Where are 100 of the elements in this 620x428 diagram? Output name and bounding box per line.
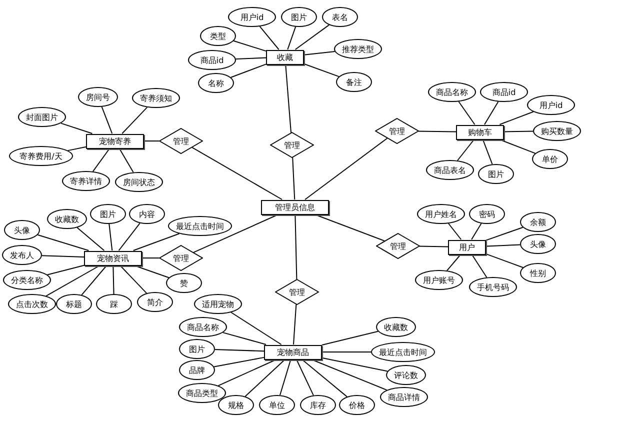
connector-line	[108, 223, 113, 251]
connector-line	[222, 332, 266, 345]
attribute-ellipse: 内容	[129, 204, 165, 224]
connector-line	[471, 254, 488, 278]
connector-line	[486, 244, 521, 247]
connector-line	[499, 111, 534, 125]
connector-line	[41, 255, 84, 258]
attribute-ellipse: 寄养详情	[62, 171, 110, 191]
attribute-ellipse: 密码	[469, 204, 505, 224]
attribute-ellipse: 赞	[166, 273, 202, 293]
connector-line	[67, 146, 86, 152]
connector-line	[144, 140, 160, 142]
relationship-diamond: 管理	[275, 279, 319, 305]
connector-line	[46, 265, 100, 296]
attribute-ellipse: 类型	[200, 26, 236, 46]
connector-line	[448, 223, 462, 240]
attribute-ellipse: 标题	[56, 294, 92, 314]
connector-line	[112, 265, 114, 294]
attribute-ellipse: 品牌	[179, 360, 215, 380]
connector-line	[279, 359, 292, 396]
attribute-ellipse: 寄养须知	[132, 88, 180, 108]
connector-line	[296, 359, 314, 396]
connector-line	[484, 101, 499, 125]
attribute-ellipse: 名称	[198, 73, 234, 93]
attribute-ellipse: 寄养费用/天	[9, 146, 73, 166]
connector-line	[304, 51, 336, 56]
connector-line	[76, 227, 105, 251]
attribute-ellipse: 商品类型	[178, 383, 226, 403]
attribute-ellipse: 商品id	[188, 50, 236, 70]
connector-line	[294, 214, 298, 280]
attribute-ellipse: 商品详情	[380, 387, 428, 407]
connector-line	[285, 64, 292, 134]
attribute-ellipse: 分类名称	[3, 270, 51, 290]
entity-box: 管理员信息	[261, 200, 329, 214]
attribute-ellipse: 性别	[520, 263, 556, 283]
attribute-ellipse: 备注	[336, 72, 372, 92]
entity-box: 用户	[448, 240, 486, 254]
attribute-ellipse: 用户账号	[415, 270, 463, 290]
connector-line	[118, 222, 140, 251]
connector-line	[482, 139, 493, 165]
entity-box: 购物车	[456, 124, 504, 140]
connector-line	[458, 101, 476, 125]
attribute-ellipse: 用户姓名	[417, 204, 465, 224]
attribute-ellipse: 最近点击时间	[168, 216, 232, 236]
attribute-ellipse: 用户id	[228, 7, 276, 27]
connector-line	[46, 264, 84, 276]
connector-line	[120, 265, 148, 294]
relationship-diamond: 管理	[375, 118, 419, 144]
attribute-ellipse: 图片	[179, 339, 215, 359]
attribute-ellipse: 表名	[322, 7, 358, 27]
attribute-ellipse: 头像	[4, 220, 40, 240]
connector-line	[486, 226, 524, 241]
attribute-ellipse: 点击次数	[8, 294, 56, 314]
connector-line	[446, 254, 462, 272]
connector-line	[81, 265, 108, 296]
attribute-ellipse: 商品id	[480, 82, 528, 102]
attribute-ellipse: 收藏数	[376, 317, 416, 337]
connector-line	[302, 359, 348, 398]
connector-line	[322, 357, 388, 372]
connector-line	[244, 359, 286, 397]
attribute-ellipse: 图片	[478, 164, 514, 184]
attribute-ellipse: 商品表名	[426, 160, 474, 180]
connector-line	[293, 304, 297, 345]
connector-line	[304, 138, 388, 200]
attribute-ellipse: 适用宠物	[194, 294, 242, 314]
attribute-ellipse: 规格	[218, 395, 254, 415]
connector-line	[101, 106, 113, 134]
attribute-ellipse: 最近点击时间	[371, 342, 435, 362]
connector-line	[418, 130, 456, 132]
connector-line	[304, 63, 340, 78]
attribute-ellipse: 收藏数	[47, 209, 87, 229]
attribute-ellipse: 价格	[339, 395, 375, 415]
attribute-ellipse: 封面图片	[18, 107, 66, 127]
attribute-ellipse: 商品名称	[428, 82, 476, 102]
connector-line	[287, 26, 296, 50]
attribute-ellipse: 简介	[137, 292, 173, 312]
entity-box: 宠物资讯	[84, 250, 142, 266]
attribute-ellipse: 库存	[300, 395, 336, 415]
attribute-ellipse: 房间号	[78, 87, 118, 107]
relationship-diamond: 管理	[270, 132, 314, 158]
entity-box: 宠物寄养	[86, 134, 144, 148]
connector-line	[418, 246, 448, 248]
connector-line	[92, 148, 110, 172]
connector-line	[230, 64, 266, 78]
connector-line	[37, 234, 90, 251]
attribute-ellipse: 用户id	[527, 95, 575, 115]
connector-line	[471, 222, 482, 240]
attribute-ellipse: 发布人	[2, 245, 42, 265]
attribute-ellipse: 评论数	[386, 365, 426, 385]
connector-line	[322, 330, 378, 346]
connector-line	[457, 139, 475, 161]
attribute-ellipse: 单价	[532, 149, 568, 169]
connector-line	[214, 356, 264, 368]
attribute-ellipse: 图片	[281, 7, 317, 27]
connector-line	[292, 157, 296, 200]
connector-line	[230, 312, 282, 345]
connector-line	[132, 233, 180, 251]
attribute-ellipse: 单位	[259, 395, 295, 415]
connector-line	[192, 146, 283, 200]
connector-line	[259, 26, 280, 50]
